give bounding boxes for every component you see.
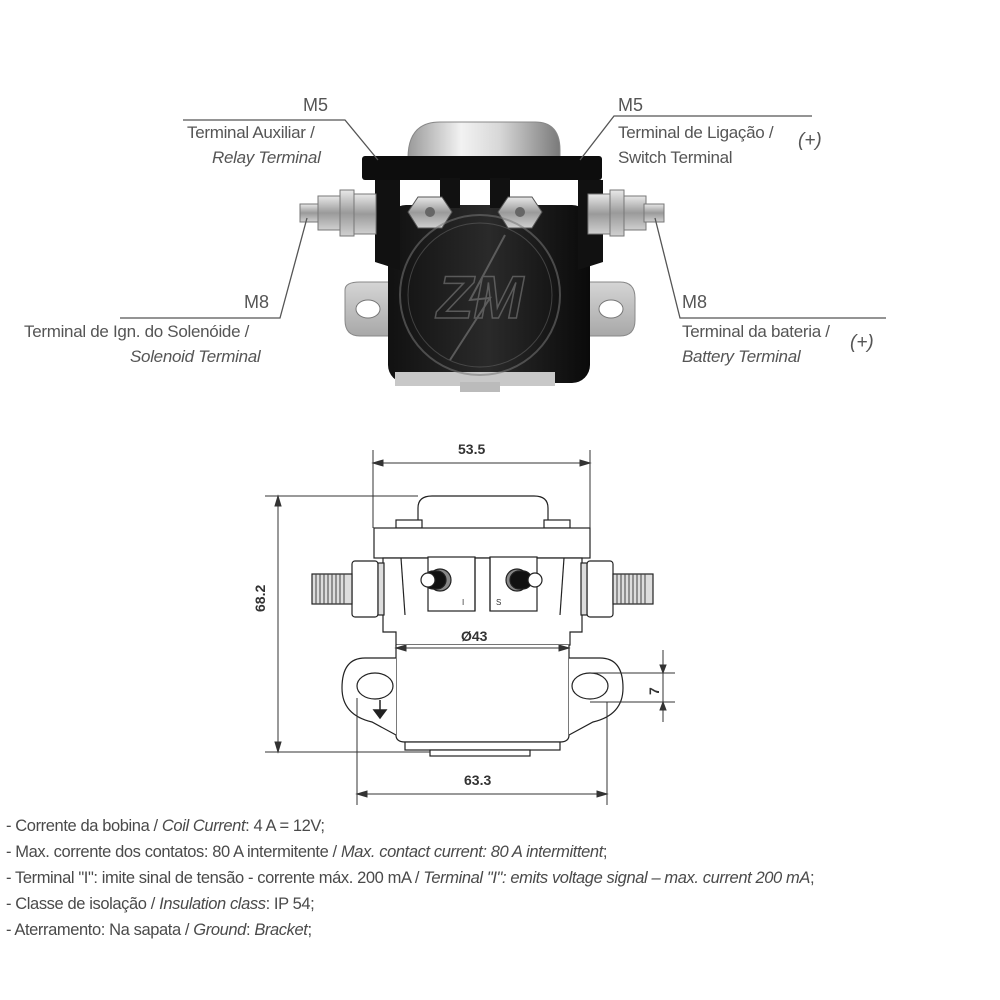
- dim-slot-height: 7: [646, 687, 662, 695]
- relay-terminal-label-en: Relay Terminal: [212, 146, 321, 170]
- dim-top-width: 53.5: [458, 441, 486, 457]
- battery-terminal-en-text: Battery Terminal: [682, 347, 801, 366]
- spec-contact-current: - Max. corrente dos contatos: 80 A inter…: [6, 839, 814, 865]
- terminal-mark-s: S: [496, 598, 502, 607]
- spec-ground: - Aterramento: Na sapata / Ground: Brack…: [6, 917, 814, 943]
- battery-stud-right: [587, 189, 665, 237]
- spec-pt: - Classe de isolação /: [6, 895, 160, 913]
- solenoid-terminal-size: M8: [244, 292, 270, 312]
- terminal-mark-i: I: [462, 598, 465, 607]
- spec-en: Max. contact current: 80 A intermittent: [340, 843, 603, 861]
- solenoid-terminal-en-text: Solenoid Terminal: [130, 347, 261, 366]
- spec-en: Insulation class: [159, 895, 266, 913]
- relay-terminal-label-pt: Terminal Auxiliar /: [187, 123, 315, 142]
- spec-pt: - Max. corrente dos contatos: 80 A inter…: [6, 843, 341, 861]
- svg-text:ZM: ZM: [435, 264, 526, 331]
- spec-en: Bracket: [254, 921, 308, 939]
- leader-lines: [120, 115, 886, 319]
- dim-height: 68.2: [252, 584, 268, 612]
- ground-arrow-icon: [372, 700, 388, 720]
- relay-terminal-nut: [407, 196, 453, 229]
- technical-drawing: [311, 495, 654, 757]
- spec-pt: - Aterramento: Na sapata /: [6, 921, 194, 939]
- battery-terminal-polarity: (+): [850, 332, 874, 353]
- spec-list: - Corrente da bobina / Coil Current: 4 A…: [6, 813, 815, 943]
- zm-logo-icon: ZM: [399, 214, 561, 376]
- battery-terminal-size: M8: [682, 292, 708, 312]
- thread-hatching: [315, 574, 646, 604]
- spec-pt: - Corrente da bobina /: [6, 817, 162, 835]
- switch-terminal-size: M5: [618, 95, 644, 115]
- spec-en: Terminal "I": emits voltage signal – max…: [423, 869, 810, 887]
- solenoid-stud-left: [299, 189, 377, 237]
- cap-photo: [407, 121, 561, 163]
- spec-value: ;: [602, 843, 608, 861]
- spec-insulation-class: - Classe de isolação / Insulation class:…: [6, 891, 814, 917]
- switch-terminal-polarity: (+): [798, 130, 822, 151]
- spec-en: Ground: [193, 921, 246, 939]
- spec-value: ;: [307, 921, 312, 939]
- relay-terminal-size: M5: [303, 95, 329, 115]
- switch-terminal-nut: [497, 196, 543, 229]
- spec-value: :: [245, 921, 255, 939]
- dim-base-width: 63.3: [464, 772, 492, 788]
- dimension-lines: [265, 450, 675, 805]
- switch-terminal-label-pt: Terminal de Ligação /: [618, 123, 774, 142]
- spec-en: Coil Current: [161, 817, 246, 835]
- solenoid-terminal-label-en: Solenoid Terminal: [130, 345, 261, 369]
- spec-terminal-i: - Terminal "I": imite sinal de tensão - …: [6, 865, 815, 891]
- solenoid-terminal-label-pt: Terminal de Ign. do Solenóide /: [24, 322, 250, 341]
- spec-value: : 4 A = 12V;: [245, 817, 325, 835]
- spec-pt: - Terminal "I": imite sinal de tensão - …: [6, 869, 424, 887]
- dim-body-diameter: Ø43: [461, 628, 488, 644]
- switch-terminal-label-en: Switch Terminal: [618, 148, 733, 167]
- spec-value: : IP 54;: [265, 895, 315, 913]
- spec-value: ;: [809, 869, 815, 887]
- relay-terminal-en-text: Relay Terminal: [212, 148, 321, 167]
- battery-terminal-label-pt: Terminal da bateria /: [682, 322, 830, 341]
- solenoid-body: [388, 205, 590, 383]
- battery-terminal-label-en: Battery Terminal: [682, 345, 801, 369]
- spec-coil-current: - Corrente da bobina / Coil Current: 4 A…: [6, 813, 814, 839]
